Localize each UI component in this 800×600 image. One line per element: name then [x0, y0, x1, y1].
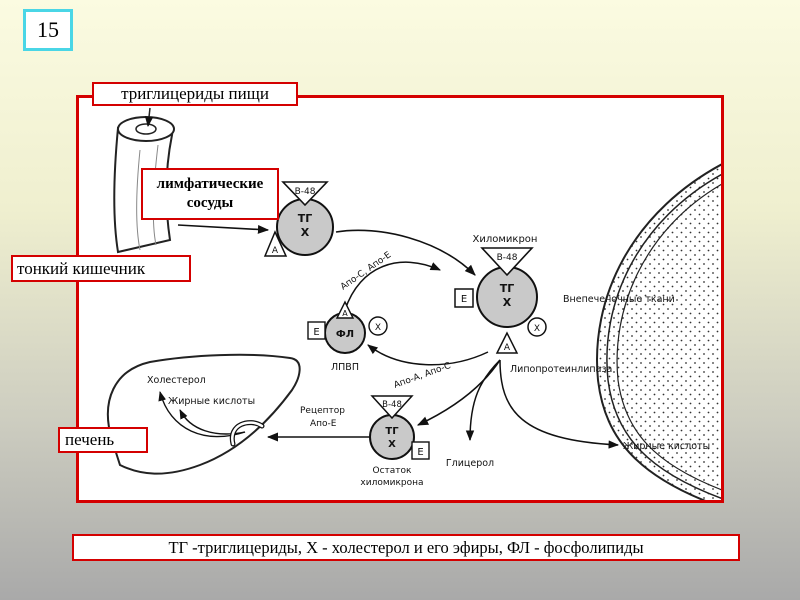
x-small-label-2: Х [534, 324, 540, 334]
extrahepatic-tissue [596, 163, 721, 500]
nascent-chylomicron: В-48 ТГ Х А [263, 181, 334, 257]
fatty-acids-tissue-label: Жирные кислоты [623, 441, 710, 452]
b48-label-2: В-48 [497, 253, 518, 263]
lymphatic-vessels-label: лимфатические сосуды [141, 168, 279, 220]
hdl-label: ЛПВП [331, 362, 359, 373]
remnant-label-2: хиломикрона [360, 478, 423, 488]
chylomicron-label: Хиломикрон [473, 234, 538, 245]
x-label-1: Х [301, 226, 310, 239]
a-label-1: А [272, 246, 279, 256]
a-label-2: А [504, 343, 511, 353]
b48-label-3: В-48 [382, 400, 402, 410]
x-label-hdl: Х [375, 323, 381, 333]
small-intestine-label: тонкий кишечник [11, 255, 191, 282]
lipoprotein-lipase-label: Липопротеинлипаза [510, 364, 612, 375]
fl-label: ФЛ [336, 329, 354, 340]
b48-label-1: В-48 [295, 187, 316, 197]
fatty-acids-liver-label: Жирные кислоты [168, 396, 255, 407]
lymph-line-1: лимфатические [156, 176, 264, 192]
x-label-3: Х [388, 439, 396, 450]
chylomicron: Хиломикрон В-48 ТГ Х Е Х А [454, 234, 547, 354]
liver-shape [107, 353, 301, 475]
cholesterol-label: Холестерол [147, 375, 206, 386]
liver-label: печень [58, 427, 148, 453]
hdl-particle: А ФЛ Е Х ЛПВП [307, 300, 388, 373]
legend-caption: ТГ -триглицериды, Х - холестерол и его э… [72, 534, 740, 561]
e-label-2: Е [461, 294, 467, 305]
apo-ac-label: Апо-А, Апо-С [393, 361, 453, 391]
dietary-tg-label: триглицериды пищи [92, 82, 298, 106]
tg-label-2: ТГ [500, 282, 515, 295]
x-label-2: Х [503, 296, 512, 309]
a-label-hdl: А [342, 309, 348, 318]
receptor-label-1: Рецептор [300, 406, 345, 416]
apo-ce-label: Апо-С, Апо-Е [339, 250, 394, 292]
receptor-label-2: Апо-Е [310, 419, 337, 429]
e-label-3: Е [417, 447, 423, 458]
glycerol-label: Глицерол [446, 458, 494, 469]
chylomicron-remnant: В-48 ТГ Х Е Остаток хиломикрона [360, 395, 430, 488]
e-label-hdl: Е [313, 327, 319, 338]
slide-number: 15 [23, 9, 73, 51]
remnant-label-1: Остаток [373, 466, 413, 476]
lymph-line-2: сосуды [186, 195, 234, 211]
extrahepatic-tissue-label: Внепеченочные ткани [563, 294, 675, 305]
tg-label-1: ТГ [298, 212, 313, 225]
tg-label-3: ТГ [385, 426, 399, 437]
